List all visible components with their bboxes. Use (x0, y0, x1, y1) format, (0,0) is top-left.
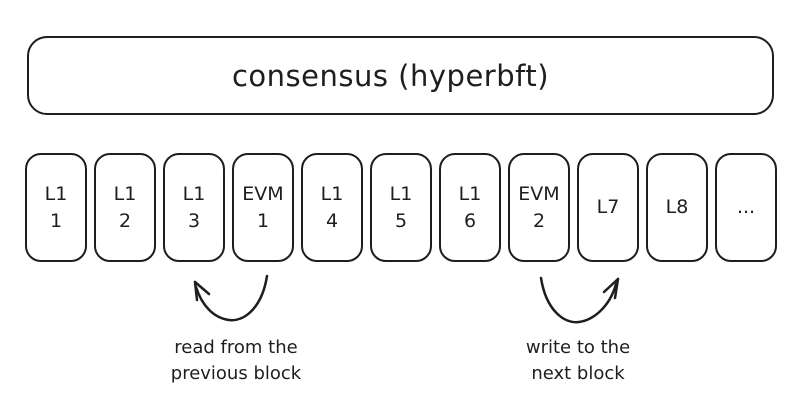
block-label: L1 6 (458, 182, 482, 232)
block-label: EVM 1 (242, 182, 284, 232)
consensus-title: consensus (hyperbft) (231, 58, 550, 93)
blocks-row: L1 1 L1 2 L1 3 EVM 1 L1 4 L1 5 L1 6 EVM … (25, 153, 777, 262)
block-l1-4: L1 4 (301, 153, 363, 262)
block-label: L1 4 (320, 182, 344, 232)
block-l1-5: L1 5 (370, 153, 432, 262)
block-label: L1 3 (182, 182, 206, 232)
block-ellipsis: ... (715, 153, 777, 262)
block-label: L7 (596, 196, 620, 219)
block-label: ... (736, 196, 756, 219)
block-l8: L8 (646, 153, 708, 262)
write-arrow-icon (539, 276, 620, 324)
consensus-box: consensus (hyperbft) (27, 36, 774, 115)
block-evm-1: EVM 1 (232, 153, 294, 262)
block-l7: L7 (577, 153, 639, 262)
write-annotation: write to the next block (525, 337, 631, 385)
block-label: L1 2 (113, 182, 137, 232)
block-l1-2: L1 2 (94, 153, 156, 262)
block-l1-6: L1 6 (439, 153, 501, 262)
block-label: L1 1 (44, 182, 68, 232)
block-label: L1 5 (389, 182, 413, 232)
read-arrow-icon (193, 274, 269, 322)
block-l1-3: L1 3 (163, 153, 225, 262)
read-annotation: read from the previous block (170, 337, 302, 385)
block-label: L8 (665, 196, 689, 219)
block-l1-1: L1 1 (25, 153, 87, 262)
block-label: EVM 2 (518, 182, 560, 232)
block-evm-2: EVM 2 (508, 153, 570, 262)
